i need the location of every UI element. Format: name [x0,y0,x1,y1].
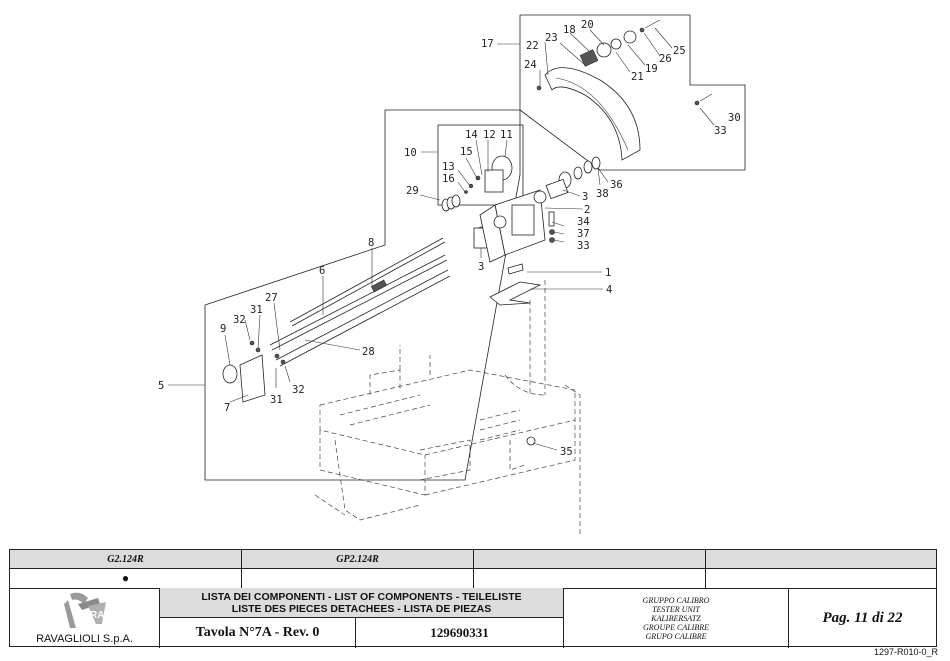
group-name-de: KALIBERSATZ [651,613,701,623]
nut-35 [526,436,536,446]
callout: 20 [581,19,594,31]
callout: 3 [582,191,588,203]
group-name-fr: GROUPE CALIBRE [643,622,709,632]
callout: 21 [631,71,644,83]
handle-assembly [222,340,286,403]
callout: 12 [483,129,496,141]
group-name-en: TESTER UNIT [652,604,700,614]
callout: 30 [728,112,741,124]
group-17-frame [519,14,746,171]
part-code: 129690331 [430,625,489,640]
title-block: G2.124R GP2.124R ● RAV RAVAGLIOLI S.p.A.… [9,549,937,648]
machine-frame-phantom [314,280,581,535]
callout: 33 [577,240,590,252]
group-name-cell: GRUPPO CALIBRO TESTER UNIT KALIBERSATZ G… [564,588,789,648]
callout: 3 [478,261,484,273]
callout: 6 [319,265,325,277]
callout: 19 [645,63,658,75]
callout: 33 [714,125,727,137]
callout: 9 [220,323,226,335]
callout: 23 [545,32,558,44]
callout: 16 [442,173,455,185]
callout: 17 [481,38,494,50]
group-name-it: GRUPPO CALIBRO [642,595,710,605]
group-name-es: GRUPO CALIBRE [645,631,707,641]
model-column-3 [474,550,706,568]
callout: 14 [465,129,478,141]
callout: 4 [606,284,612,296]
callout: 27 [265,292,278,304]
bushings [473,156,601,249]
components-list-cell: LISTA DEI COMPONENTI - LIST OF COMPONENT… [160,588,564,648]
company-name: RAVAGLIOLI S.p.A. [36,633,133,645]
callout-numbers: 1 2 3 3 4 5 6 7 8 9 10 11 12 13 14 15 16… [158,19,741,458]
callout: 31 [250,304,263,316]
bracket-2 [479,189,555,263]
table-revision: Tavola N°7A - Rev. 0 [160,618,356,648]
callout: 32 [233,314,246,326]
svg-text:RAV: RAV [90,610,111,621]
document-reference: 1297-R010-0_R [873,647,938,657]
model-column-1: G2.124R [10,550,242,568]
callout: 10 [404,147,417,159]
callout: 31 [270,394,283,406]
callout: 11 [500,129,513,141]
callout: 13 [442,161,455,173]
group-5-frame [204,109,521,481]
page-number: Pag. 11 di 22 [822,609,903,626]
model-mark-4 [706,568,936,588]
spring-29 [441,194,461,212]
company-logo-cell: RAV RAVAGLIOLI S.p.A. [10,588,160,648]
callout: 22 [526,40,539,52]
group-10-parts [464,155,513,194]
callout: 5 [158,380,164,392]
rods [269,237,451,367]
callout: 38 [596,188,609,200]
callout: 24 [524,59,537,71]
leader-lines [224,27,715,451]
callout: 36 [610,179,623,191]
callout: 25 [673,45,686,57]
model-mark-3 [474,568,706,588]
ravaglioli-logo: RAV [64,592,111,628]
callout: 37 [577,228,590,240]
components-list-title: LISTA DEI COMPONENTI - LIST OF COMPONENT… [160,588,563,618]
callout: 8 [368,237,374,249]
exploded-parts-drawing: 1 2 3 3 4 5 6 7 8 9 10 11 12 13 14 15 16… [158,14,746,535]
info-row: RAV RAVAGLIOLI S.p.A. LISTA DEI COMPONEN… [10,588,936,648]
list-title-line-2: LISTE DES PIECES DETACHEES - LISTA DE PI… [231,603,492,615]
tester-arm [536,19,713,161]
model-column-2: GP2.124R [242,550,474,568]
callout: 34 [577,216,590,228]
group-10-frame [437,124,524,206]
callout: 2 [584,204,590,216]
callout: 35 [560,446,573,458]
model-column-4 [706,550,936,568]
callout: 26 [659,53,672,65]
callout: 32 [292,384,305,396]
list-title-line-1: LISTA DEI COMPONENTI - LIST OF COMPONENT… [201,591,522,603]
model-mark-row: ● [10,568,936,589]
callout: 7 [224,402,230,414]
callout: 1 [605,267,611,279]
callout: 29 [406,185,419,197]
callout: 18 [563,24,576,36]
callout: 28 [362,346,375,358]
model-header-row: G2.124R GP2.124R [10,550,936,569]
table-code-row: Tavola N°7A - Rev. 0 129690331 [160,618,563,648]
model-mark-2 [242,568,474,588]
pin-and-plate [489,263,542,306]
callout: 15 [460,146,473,158]
model-mark-1: ● [10,568,242,588]
